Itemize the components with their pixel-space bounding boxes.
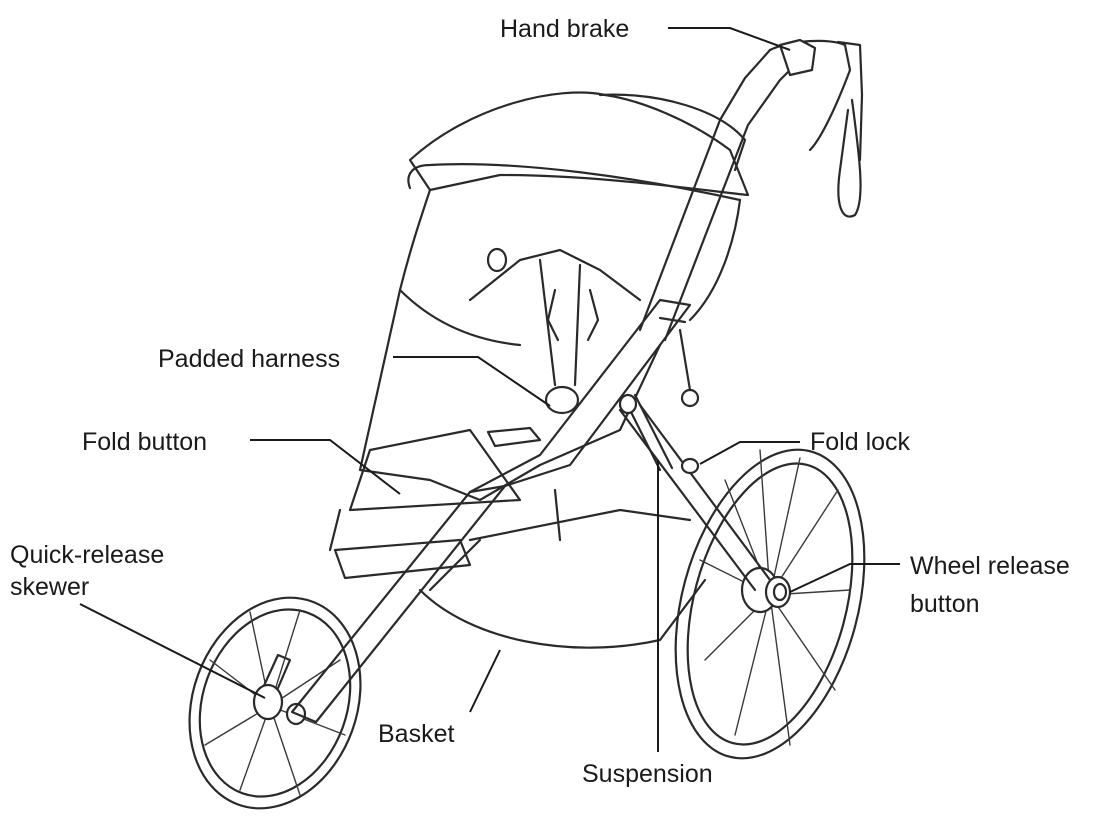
basket-shape	[418, 488, 707, 649]
seat	[358, 188, 700, 502]
leader-basket	[469, 649, 501, 713]
leader-hand-brake	[668, 27, 791, 51]
handlebar	[768, 38, 864, 218]
label-suspension: Suspension	[582, 760, 713, 788]
stroller-illustration	[188, 38, 866, 810]
label-quick-release-line2: skewer	[10, 573, 89, 601]
label-wheel-release-line1: Wheel release	[910, 552, 1070, 580]
leader-fold-lock	[699, 441, 800, 465]
footrest	[328, 428, 522, 580]
leader-padded-harness	[393, 356, 551, 407]
label-hand-brake: Hand brake	[500, 15, 629, 43]
frame	[290, 48, 802, 724]
leader-lines	[79, 27, 900, 752]
suspension-shape	[618, 393, 700, 475]
label-wheel-release-line2: button	[910, 590, 980, 618]
label-basket: Basket	[378, 720, 454, 748]
canopy	[407, 91, 750, 322]
leader-quick-release	[79, 603, 266, 699]
leader-wheel-release	[789, 563, 900, 593]
rear-wheel	[674, 448, 866, 760]
label-quick-release-line1: Quick-release	[10, 541, 164, 569]
leader-fold-button	[250, 439, 401, 495]
callout-labels: Hand brake Padded harness Fold button Fo…	[10, 15, 1070, 788]
label-fold-button: Fold button	[82, 428, 207, 456]
label-padded-harness: Padded harness	[158, 345, 340, 373]
label-fold-lock: Fold lock	[810, 428, 911, 456]
